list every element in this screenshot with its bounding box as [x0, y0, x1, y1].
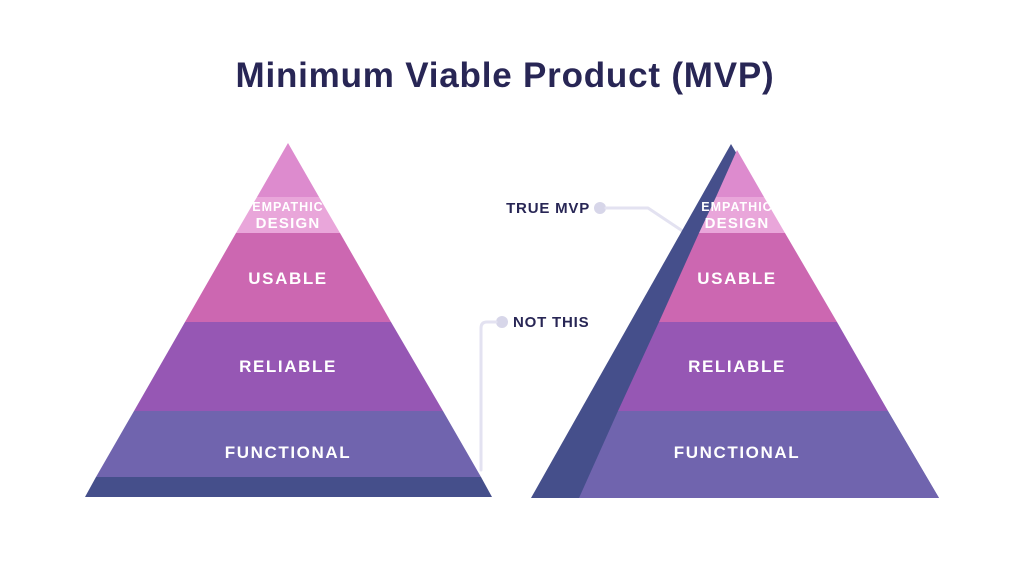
- true-mvp-connector: [594, 202, 692, 238]
- true-mvp-connector-dot: [594, 202, 606, 214]
- left-pyramid-level-empathic-design: [236, 197, 340, 233]
- left-pyramid-bottom-slice: [85, 477, 492, 497]
- right-pyramid-label-empathic: EMPATHIC: [701, 200, 772, 214]
- left-pyramid-level-usable: [185, 233, 391, 322]
- left-pyramid-label-functional: FUNCTIONAL: [225, 443, 351, 462]
- right-pyramid-level-usable: [659, 233, 837, 322]
- right-pyramid-level-functional: [579, 411, 939, 498]
- right-pyramid: EMPATHIC DESIGN USABLE RELIABLE FUNCTION…: [531, 144, 939, 498]
- not-this-connector-dot: [496, 316, 508, 328]
- annotation-not-this: NOT THIS: [513, 314, 590, 331]
- right-pyramid-label-functional: FUNCTIONAL: [674, 443, 800, 462]
- right-pyramid-label-design: DESIGN: [705, 215, 770, 232]
- left-pyramid-level-reliable: [134, 322, 443, 411]
- true-mvp-connector-line: [604, 206, 692, 238]
- not-this-connector-line: [479, 320, 498, 472]
- right-pyramid-level-reliable: [618, 322, 888, 411]
- left-pyramid-label-design: DESIGN: [256, 215, 321, 232]
- page-title: Minimum Viable Product (MVP): [235, 56, 775, 95]
- left-pyramid-label-empathic: EMPATHIC: [252, 200, 323, 214]
- left-pyramid-level-functional: [96, 411, 481, 477]
- annotation-true-mvp: TRUE MVP: [506, 200, 590, 217]
- left-pyramid-label-usable: USABLE: [248, 269, 328, 288]
- left-pyramid-apex: [257, 143, 319, 197]
- left-pyramid: EMPATHIC DESIGN USABLE RELIABLE FUNCTION…: [85, 143, 492, 497]
- right-pyramid-apex: [716, 150, 764, 197]
- not-this-connector: [479, 316, 508, 472]
- right-pyramid-label-usable: USABLE: [697, 269, 777, 288]
- left-pyramid-label-reliable: RELIABLE: [239, 357, 337, 376]
- right-pyramid-level-empathic-design: [699, 197, 785, 233]
- right-pyramid-label-reliable: RELIABLE: [688, 357, 786, 376]
